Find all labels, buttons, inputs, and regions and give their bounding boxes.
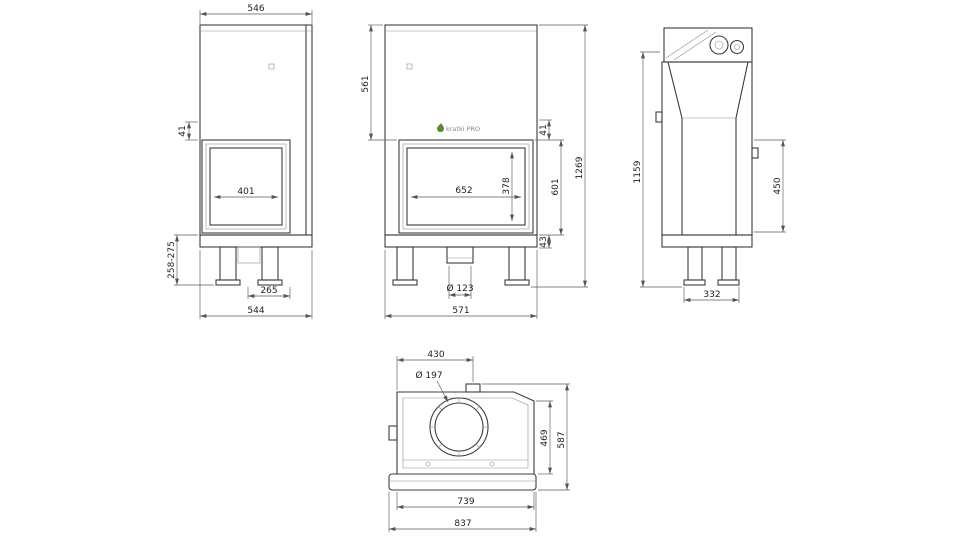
- view-side-right: 1159 450 332: [633, 27, 786, 303]
- leg: [508, 246, 526, 281]
- mount-tab: [268, 63, 275, 70]
- dim-label-401: 401: [237, 187, 254, 197]
- flue-collar-inner: [434, 402, 484, 452]
- leg: [721, 246, 737, 281]
- front-glass-frame: [398, 139, 534, 234]
- dim-label-43: 43: [539, 236, 549, 247]
- dim-label-flue-123: Ø 123: [446, 283, 473, 294]
- view-side-left: 546 41 401 258-275 265 544: [167, 4, 313, 319]
- side-glass: [209, 147, 283, 226]
- screw-mark: [425, 461, 431, 467]
- dim-label-258-275: 258-275: [167, 241, 177, 279]
- dim-label-1159: 1159: [633, 160, 643, 183]
- brand-logo: kratki PRO: [437, 123, 480, 133]
- side-body: [199, 24, 313, 236]
- screw-mark: [489, 461, 495, 467]
- dim-label-571: 571: [452, 306, 469, 316]
- side-bracket: [388, 425, 398, 441]
- dim-label-837: 837: [454, 519, 471, 529]
- side-body: [661, 61, 753, 236]
- dim-label-41-left: 41: [178, 125, 188, 136]
- dim-label-332: 332: [703, 290, 720, 300]
- dim-label-flue-197: Ø 197: [415, 370, 442, 381]
- leg: [261, 246, 279, 281]
- front-glass: [406, 147, 526, 226]
- leg: [396, 246, 414, 281]
- dim-label-739: 739: [457, 497, 474, 507]
- leg: [219, 246, 237, 281]
- air-inlet-stub: [446, 246, 474, 264]
- leg: [687, 246, 703, 281]
- front-frame: [388, 473, 537, 491]
- dim-label-450: 450: [773, 177, 783, 194]
- mount-bracket: [751, 147, 759, 159]
- dim-label-546: 546: [247, 4, 264, 14]
- view-top: 430 Ø 197 469 587 739 837: [388, 350, 570, 532]
- flue-housing: [663, 27, 753, 63]
- mount-tab: [406, 63, 413, 70]
- dim-label-469: 469: [540, 429, 550, 446]
- mount-bracket: [655, 111, 663, 123]
- collar-bracket: [465, 383, 481, 393]
- dim-label-587: 587: [557, 431, 567, 448]
- top-body-outline: [396, 391, 535, 475]
- flame-icon: [437, 123, 444, 133]
- dim-label-265: 265: [260, 286, 277, 296]
- damper-knob-small: [729, 39, 745, 55]
- dim-label-41-right: 41: [539, 124, 549, 135]
- dim-label-544: 544: [247, 306, 264, 316]
- dim-label-378: 378: [502, 177, 512, 194]
- view-front: kratki PRO 652 378 561 41 601 43 1269: [361, 24, 588, 319]
- brand-name: kratki PRO: [446, 125, 480, 133]
- dim-label-561: 561: [361, 75, 371, 92]
- dim-label-652: 652: [455, 186, 472, 196]
- side-glass-frame: [201, 139, 291, 234]
- dim-label-430: 430: [427, 350, 444, 360]
- damper-knob: [709, 35, 729, 55]
- dim-label-1269: 1269: [575, 156, 585, 179]
- dim-label-601: 601: [551, 178, 561, 195]
